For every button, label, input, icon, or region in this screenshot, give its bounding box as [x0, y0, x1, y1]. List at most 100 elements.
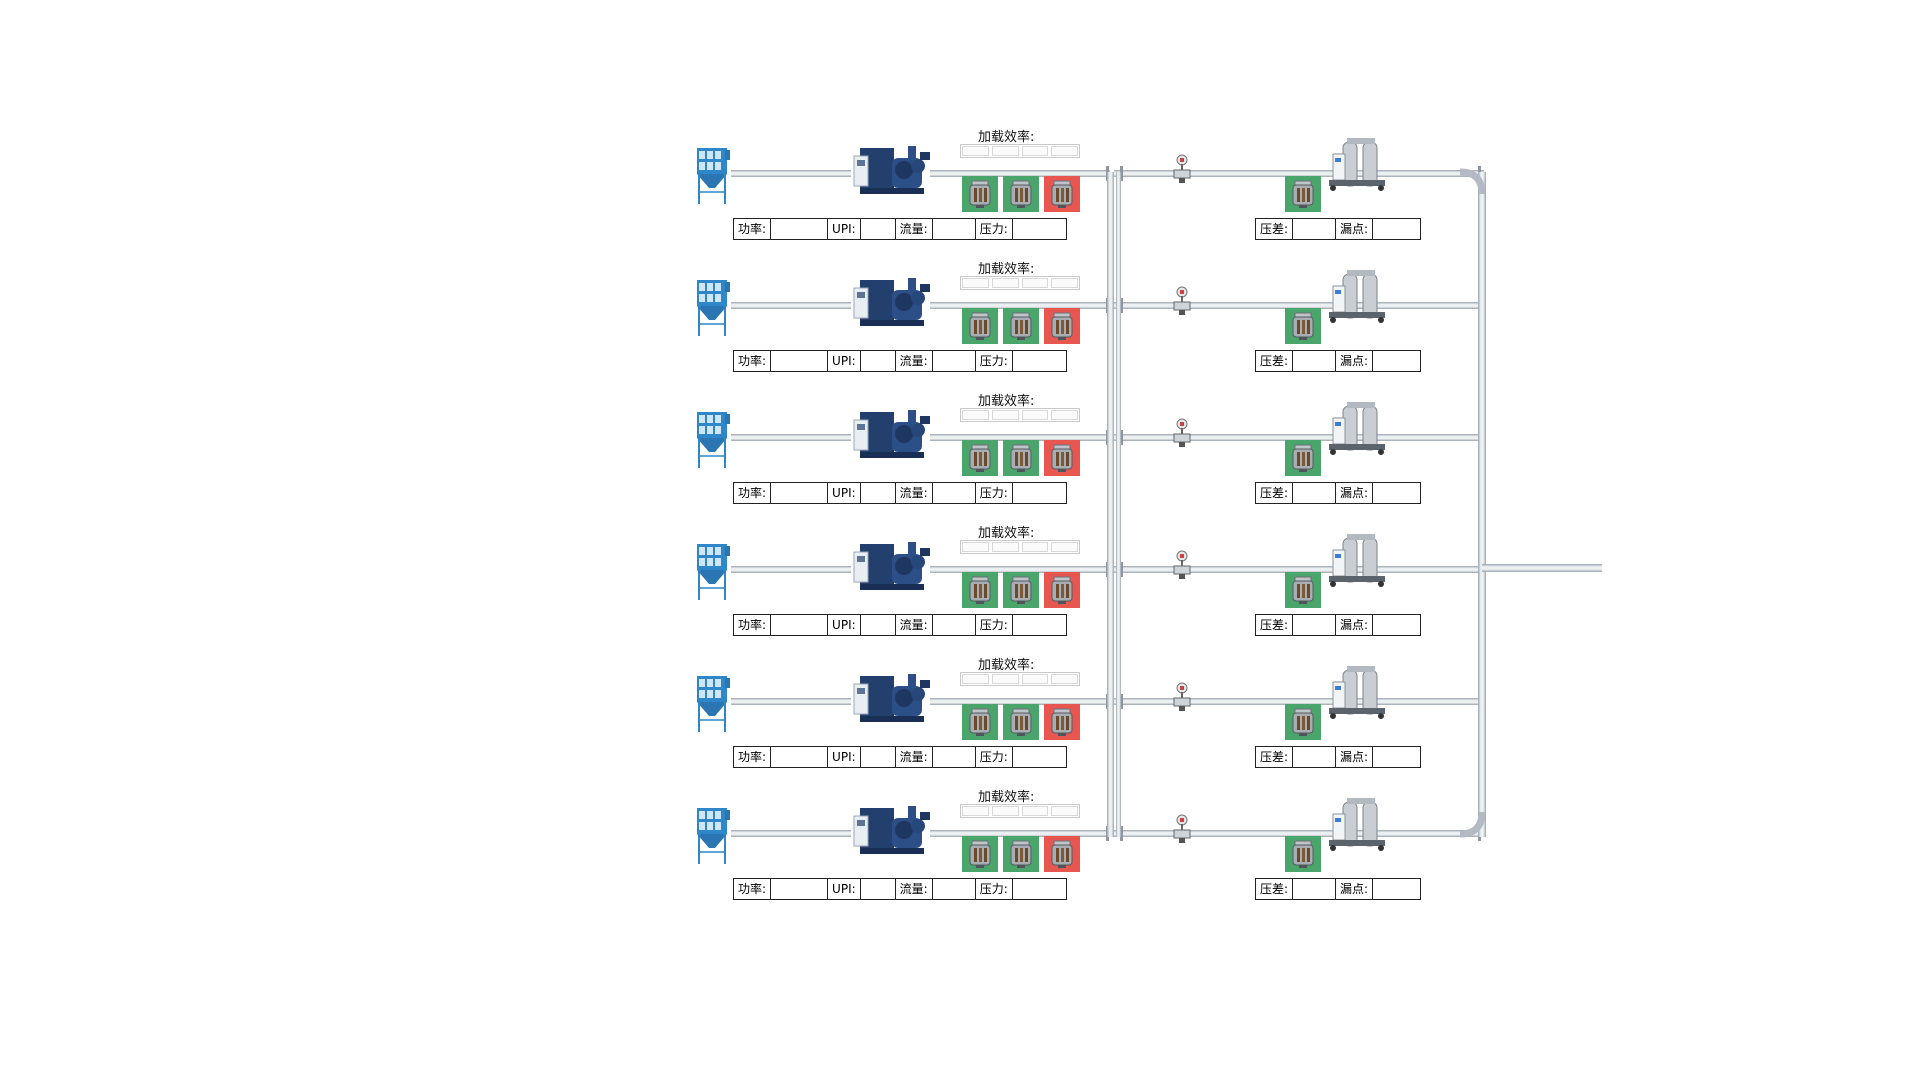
load-efficiency-bar	[960, 144, 1080, 158]
dew-point-label: 漏点:	[1340, 750, 1369, 764]
filter-status-tile[interactable]	[1003, 572, 1039, 608]
filter-status-tile[interactable]	[962, 176, 998, 212]
pressure-diff-label: 压差:	[1260, 222, 1289, 236]
compressor-icon[interactable]	[848, 272, 932, 332]
branch-pipe	[930, 434, 1110, 441]
valve-icon[interactable]	[1173, 418, 1191, 448]
filter-status-tile[interactable]	[962, 704, 998, 740]
valve-icon[interactable]	[1173, 814, 1191, 844]
dryer-filter-status-tile[interactable]	[1285, 572, 1321, 608]
branch-pipe	[1114, 302, 1484, 309]
dust-collector-icon[interactable]	[695, 408, 731, 470]
efficiency-segment	[1021, 806, 1049, 816]
valve-icon[interactable]	[1173, 154, 1191, 184]
load-efficiency-label: 加载效率:	[978, 526, 1035, 541]
pressure-diff-label: 压差:	[1260, 882, 1289, 896]
valve-icon[interactable]	[1173, 550, 1191, 580]
pressure-label: 压力:	[979, 486, 1008, 500]
branch-pipe	[731, 434, 851, 441]
compressor-icon[interactable]	[848, 404, 932, 464]
power-value	[770, 219, 829, 239]
filter-status-tile[interactable]	[1044, 440, 1080, 476]
upi-label: UPI:	[832, 882, 856, 896]
filter-status-tile[interactable]	[1044, 572, 1080, 608]
compressor-icon[interactable]	[848, 536, 932, 596]
pressure-diff-label: 压差:	[1260, 354, 1289, 368]
upi-value	[859, 615, 896, 635]
filter-status-tile[interactable]	[962, 308, 998, 344]
pressure-label: 压力:	[979, 882, 1008, 896]
dust-collector-icon[interactable]	[695, 144, 731, 206]
compressor-icon[interactable]	[848, 140, 932, 200]
dew-point-label: 漏点:	[1340, 618, 1369, 632]
power-value	[770, 747, 829, 767]
upi-label: UPI:	[832, 222, 856, 236]
pressure-value	[1011, 747, 1053, 767]
efficiency-segment	[962, 146, 989, 156]
valve-icon[interactable]	[1173, 682, 1191, 712]
dryer-filter-status-tile[interactable]	[1285, 308, 1321, 344]
power-value	[770, 615, 829, 635]
upi-label: UPI:	[832, 486, 856, 500]
branch-pipe	[1114, 170, 1484, 177]
dryer-icon[interactable]	[1325, 136, 1389, 192]
dryer-readings: 压差: 漏点:	[1255, 614, 1421, 636]
pressure-diff-label: 压差:	[1260, 618, 1289, 632]
dryer-filter-status-tile[interactable]	[1285, 440, 1321, 476]
efficiency-segment	[991, 674, 1019, 684]
dryer-icon[interactable]	[1325, 400, 1389, 456]
compressor-icon[interactable]	[848, 668, 932, 728]
dust-collector-icon[interactable]	[695, 672, 731, 734]
dryer-icon[interactable]	[1325, 268, 1389, 324]
flow-label: 流量:	[899, 750, 928, 764]
filter-status-tile[interactable]	[962, 572, 998, 608]
power-label: 功率:	[738, 486, 767, 500]
efficiency-segment	[1021, 146, 1049, 156]
header-elbow-top	[1459, 168, 1486, 195]
filter-status-tile[interactable]	[1003, 308, 1039, 344]
dryer-readings: 压差: 漏点:	[1255, 746, 1421, 768]
efficiency-segment	[1021, 278, 1049, 288]
dryer-filter-status-tile[interactable]	[1285, 176, 1321, 212]
efficiency-segment	[962, 542, 989, 552]
power-label: 功率:	[738, 222, 767, 236]
compressor-readings: 功率: UPI: 流量: 压力:	[733, 878, 1067, 900]
pressure-label: 压力:	[979, 222, 1008, 236]
dryer-filter-status-tile[interactable]	[1285, 836, 1321, 872]
load-efficiency-label: 加载效率:	[978, 130, 1035, 145]
filter-status-tile[interactable]	[1044, 308, 1080, 344]
efficiency-segment	[1051, 674, 1078, 684]
filter-status-tile[interactable]	[1003, 440, 1039, 476]
upi-value	[859, 879, 896, 899]
header-pipe-left	[1107, 172, 1114, 837]
filter-status-tile[interactable]	[1044, 176, 1080, 212]
filter-status-tile[interactable]	[1003, 176, 1039, 212]
valve-icon[interactable]	[1173, 286, 1191, 316]
dryer-icon[interactable]	[1325, 664, 1389, 720]
dryer-filter-status-tile[interactable]	[1285, 704, 1321, 740]
compressor-icon[interactable]	[848, 800, 932, 860]
load-efficiency-label: 加载效率:	[978, 394, 1035, 409]
compressor-readings: 功率: UPI: 流量: 压力:	[733, 218, 1067, 240]
branch-pipe	[930, 302, 1110, 309]
filter-status-tile[interactable]	[1044, 704, 1080, 740]
efficiency-segment	[962, 410, 989, 420]
filter-status-tile[interactable]	[1044, 836, 1080, 872]
filter-status-tile[interactable]	[962, 440, 998, 476]
load-efficiency-label: 加载效率:	[978, 658, 1035, 673]
filter-status-tile[interactable]	[962, 836, 998, 872]
branch-pipe	[1114, 566, 1484, 573]
compressor-unit-row-6: 加载效率:	[0, 786, 1912, 946]
dust-collector-icon[interactable]	[695, 540, 731, 602]
dust-collector-icon[interactable]	[695, 276, 731, 338]
filter-status-tile[interactable]	[1003, 704, 1039, 740]
load-efficiency-bar	[960, 540, 1080, 554]
compressor-readings: 功率: UPI: 流量: 压力:	[733, 482, 1067, 504]
dust-collector-icon[interactable]	[695, 804, 731, 866]
upi-label: UPI:	[832, 750, 856, 764]
dryer-icon[interactable]	[1325, 532, 1389, 588]
pipe-flange	[1120, 694, 1123, 709]
filter-status-tile[interactable]	[1003, 836, 1039, 872]
efficiency-segment	[1051, 278, 1078, 288]
dryer-icon[interactable]	[1325, 796, 1389, 852]
